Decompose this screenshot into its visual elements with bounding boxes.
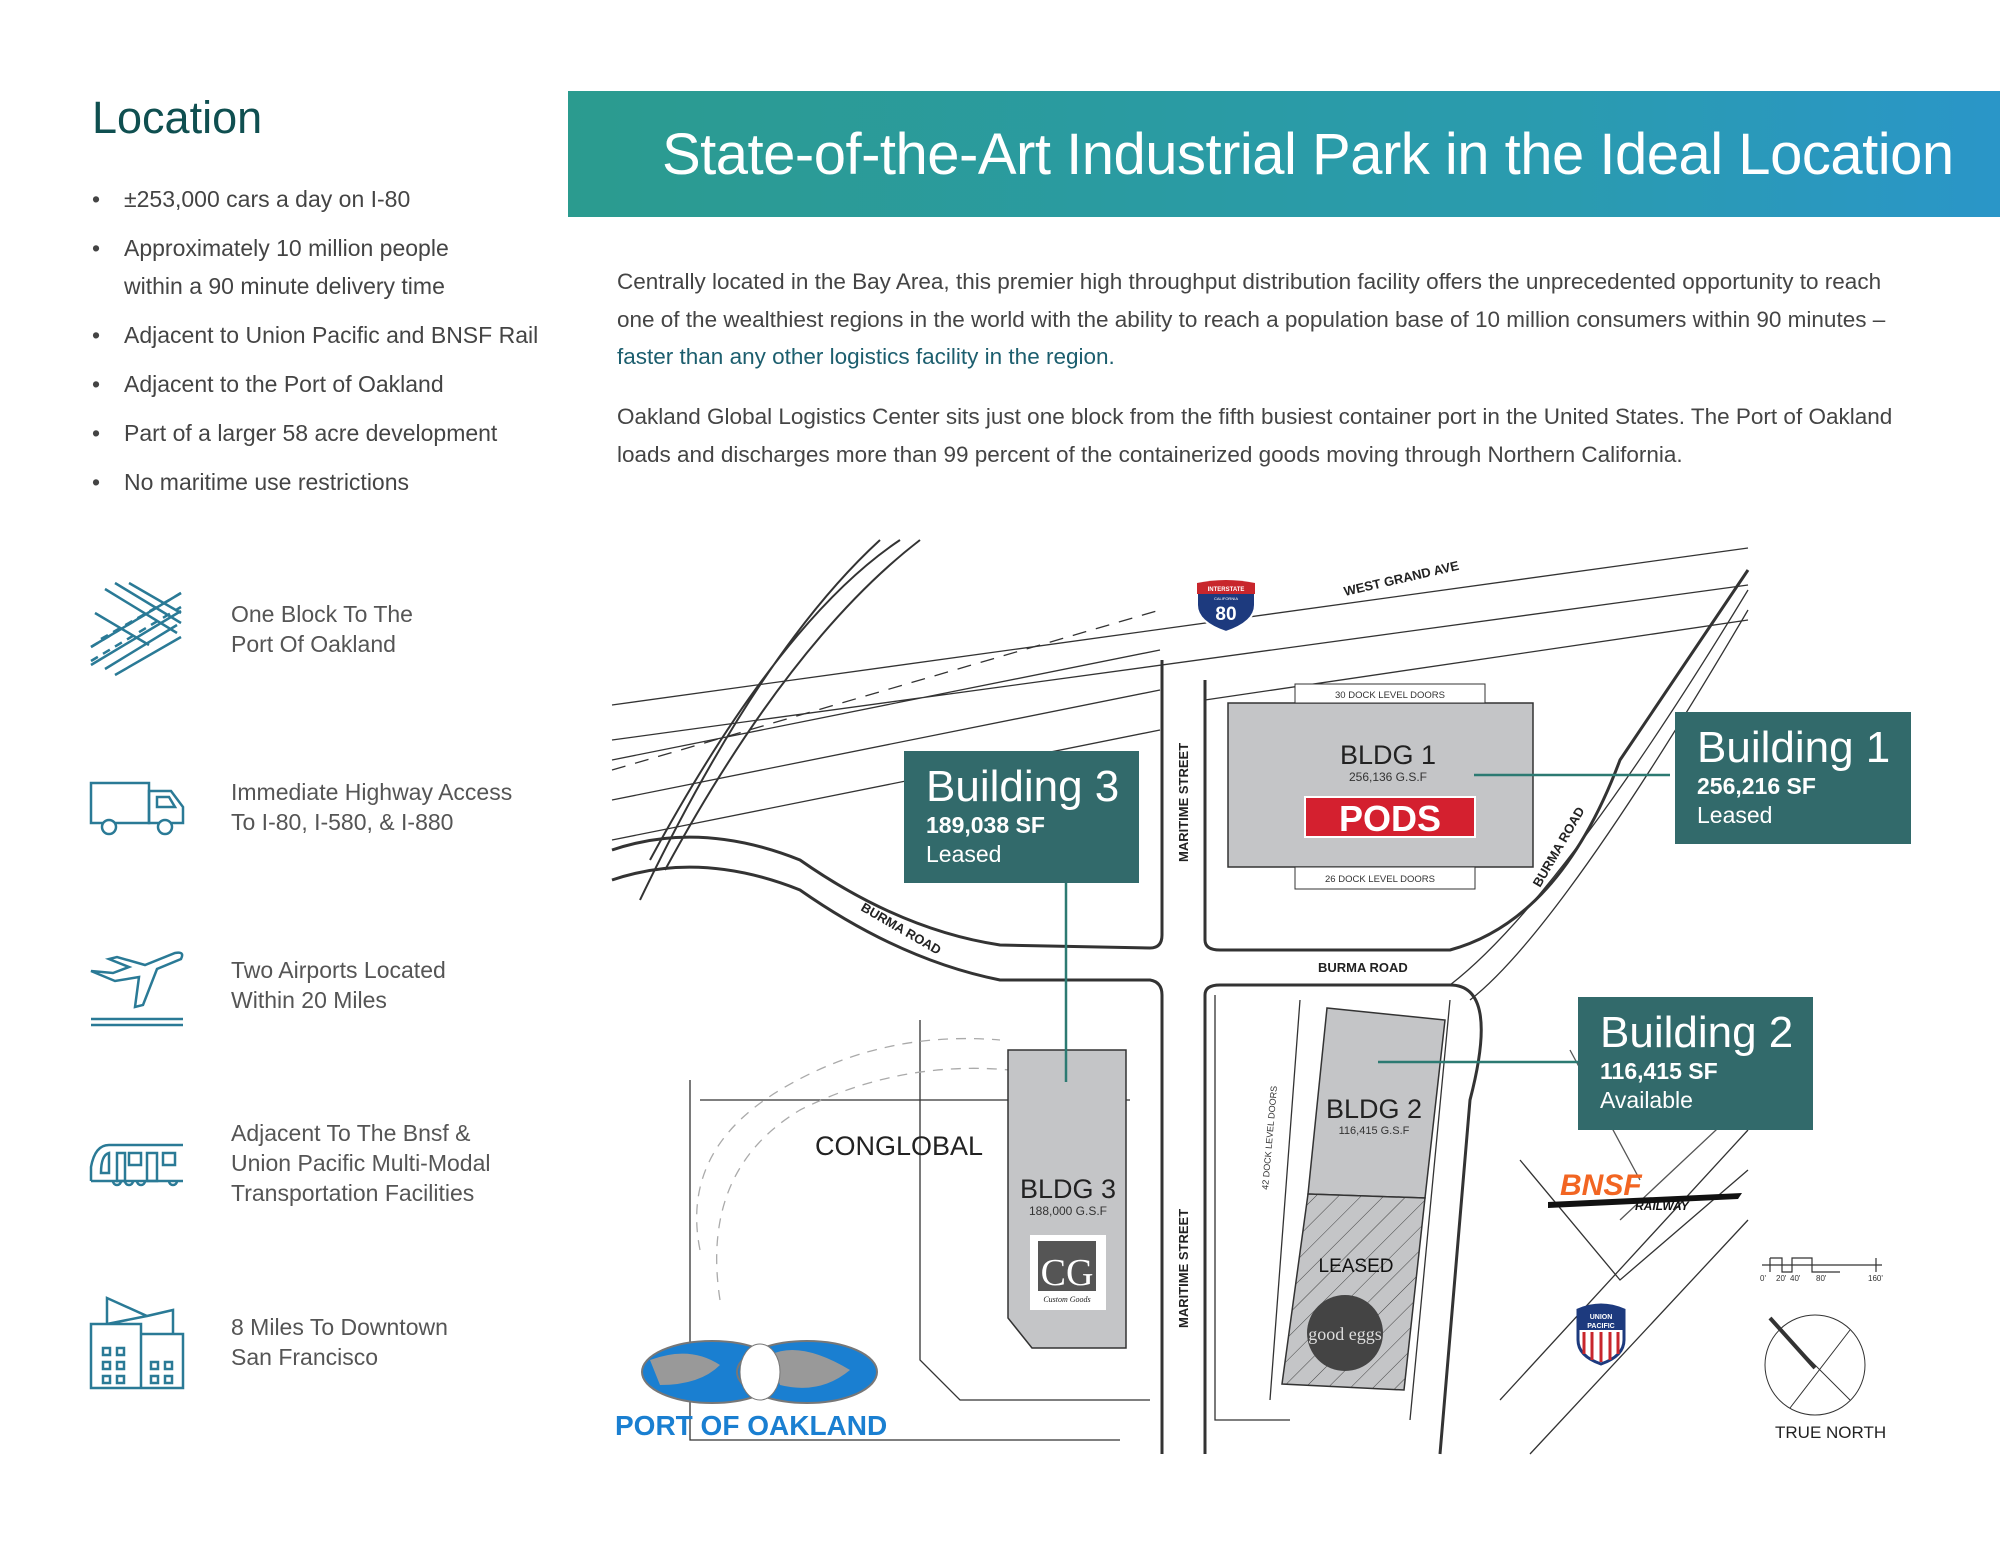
crossroads-icon <box>90 581 182 677</box>
feature-highway: Immediate Highway Access To I-80, I-580,… <box>89 757 549 857</box>
good-eggs-logo <box>1307 1295 1383 1371</box>
scale-bar: 0' 20' 40' 80' 160' <box>1760 1257 1883 1283</box>
svg-text:80: 80 <box>1215 604 1236 625</box>
building-label: BLDG 3 <box>1020 1174 1116 1204</box>
city-buildings-icon <box>89 1296 185 1390</box>
svg-text:0': 0' <box>1760 1274 1766 1283</box>
dock-doors-label: 30 DOCK LEVEL DOORS <box>1335 690 1445 701</box>
location-heading: Location <box>92 92 263 143</box>
leased-label: LEASED <box>1319 1256 1394 1277</box>
svg-text:160': 160' <box>1868 1274 1883 1283</box>
svg-text:Custom Goods: Custom Goods <box>1043 1295 1090 1304</box>
dock-doors-label: 42 DOCK LEVEL DOORS <box>1260 1085 1279 1190</box>
building-gsf: 256,136 G.S.F <box>1349 770 1427 784</box>
interstate-80-shield: INTERSTATE CALIFORNIA 80 <box>1196 579 1256 634</box>
svg-text:UNION: UNION <box>1590 1314 1613 1321</box>
svg-text:RAILWAY: RAILWAY <box>1635 1199 1690 1213</box>
callout-leader-lines <box>1064 773 1670 1082</box>
conglobal-label: CONGLOBAL <box>815 1131 983 1161</box>
bullet-item: •Adjacent to the Port of Oakland <box>92 371 444 397</box>
true-north-label: TRUE NORTH <box>1775 1423 1886 1442</box>
svg-text:good eggs: good eggs <box>1308 1324 1382 1344</box>
feature-text: One Block To The Port Of Oakland <box>231 601 413 657</box>
feature-text: Immediate Highway Access To I-80, I-580,… <box>231 779 513 835</box>
building-gsf: 188,000 G.S.F <box>1029 1204 1107 1218</box>
port-of-oakland-logo: PORT OF OAKLAND <box>615 1340 887 1441</box>
street-label: MARITIME STREET <box>1176 1209 1191 1328</box>
svg-text:80': 80' <box>1816 1274 1827 1283</box>
intro-paragraph-2: Oakland Global Logistics Center sits jus… <box>617 404 1893 467</box>
street-label: WEST GRAND AVE <box>1342 558 1460 599</box>
svg-text:CG: CG <box>1041 1252 1094 1294</box>
bullet-item: •Part of a larger 58 acre development <box>92 420 498 446</box>
feature-downtown: 8 Miles To Downtown San Francisco <box>89 1292 549 1392</box>
svg-text:CALIFORNIA: CALIFORNIA <box>1214 596 1238 601</box>
svg-text:20': 20' <box>1776 1274 1787 1283</box>
building-1: 30 DOCK LEVEL DOORS 26 DOCK LEVEL DOORS … <box>1227 683 1534 890</box>
airplane-icon <box>90 951 184 1027</box>
building-3-callout[interactable]: Building 3 189,038 SF Leased <box>904 751 1139 883</box>
train-icon <box>89 1143 183 1187</box>
bnsf-logo: BNSF RAILWAY <box>1548 1169 1742 1213</box>
title-banner: State-of-the-Art Industrial Park in the … <box>568 91 2000 217</box>
building-label: BLDG 2 <box>1326 1094 1422 1124</box>
feature-text: Adjacent To The Bnsf & Union Pacific Mul… <box>231 1120 491 1206</box>
union-pacific-logo: UNION PACIFIC <box>1576 1303 1626 1366</box>
intro-highlight: faster than any other logistics facility… <box>617 344 1115 369</box>
svg-text:PACIFIC: PACIFIC <box>1587 1323 1614 1330</box>
dock-doors-label: 26 DOCK LEVEL DOORS <box>1325 874 1435 885</box>
svg-text:40': 40' <box>1790 1274 1801 1283</box>
truck-icon <box>89 781 185 836</box>
location-bullet-list: •±253,000 cars a day on I-80 •Approximat… <box>92 180 552 512</box>
feature-airports: Two Airports Located Within 20 Miles <box>89 935 549 1035</box>
bullet-item: •No maritime use restrictions <box>92 469 410 495</box>
building-3: BLDG 3 188,000 G.S.F CG Custom Goods <box>1007 1049 1127 1349</box>
street-label: MARITIME STREET <box>1176 743 1191 862</box>
building-2-callout[interactable]: Building 2 116,415 SF Available <box>1578 997 1813 1130</box>
building-gsf: 116,415 G.S.F <box>1339 1125 1410 1137</box>
svg-text:BNSF: BNSF <box>1560 1169 1642 1202</box>
north-arrow-icon: TRUE NORTH <box>1764 1314 1886 1442</box>
svg-text:PORT OF OAKLAND: PORT OF OAKLAND <box>615 1410 887 1441</box>
street-label: BURMA ROAD <box>1318 960 1408 975</box>
building-1-callout[interactable]: Building 1 256,216 SF Leased <box>1675 712 1911 844</box>
building-2: BLDG 2 116,415 G.S.F 42 DOCK LEVEL DOORS… <box>1260 1007 1446 1391</box>
bullet-item: •±253,000 cars a day on I-80 <box>92 186 411 212</box>
bullet-item: •Approximately 10 million people within … <box>92 235 449 299</box>
building-label: BLDG 1 <box>1340 740 1436 770</box>
pods-logo <box>1304 796 1476 838</box>
page-title: State-of-the-Art Industrial Park in the … <box>662 121 1954 187</box>
bullet-item: •Adjacent to Union Pacific and BNSF Rail <box>92 322 539 348</box>
feature-rail: Adjacent To The Bnsf & Union Pacific Mul… <box>89 1113 549 1213</box>
feature-text: Two Airports Located Within 20 Miles <box>231 957 446 1013</box>
feature-text: 8 Miles To Downtown San Francisco <box>231 1314 448 1370</box>
intro-paragraph-1: Centrally located in the Bay Area, this … <box>617 269 1886 369</box>
svg-text:INTERSTATE: INTERSTATE <box>1208 587 1245 593</box>
feature-port: One Block To The Port Of Oakland <box>89 579 549 679</box>
pods-logo-text: PODS <box>1339 798 1441 839</box>
